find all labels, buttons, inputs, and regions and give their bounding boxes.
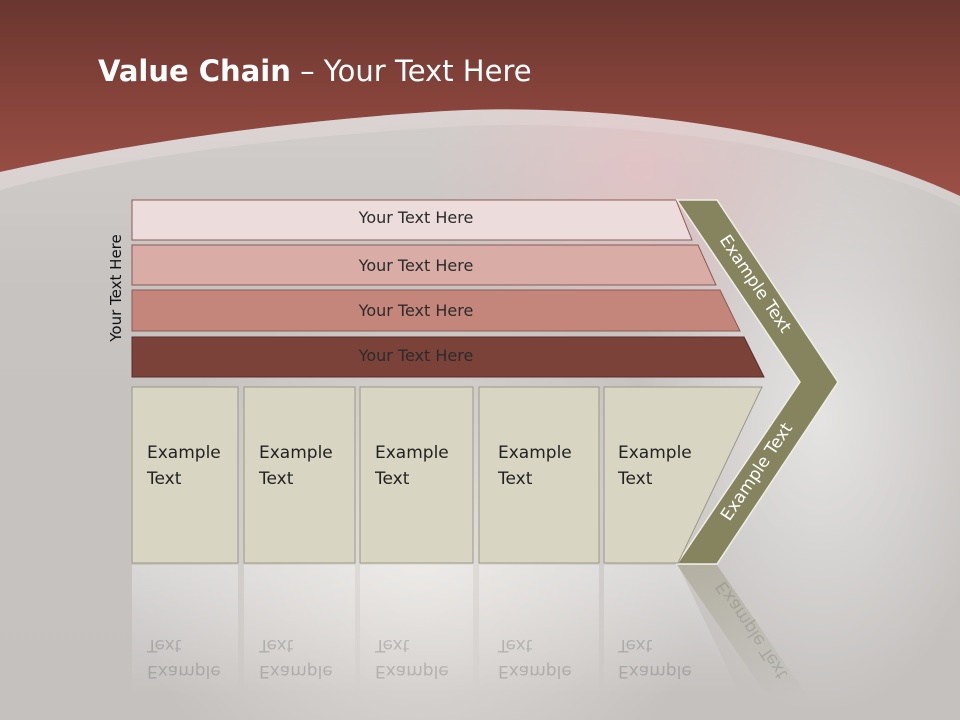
bar-2-label: Your Text Here <box>358 256 474 275</box>
bar-2 <box>131 244 717 286</box>
bar-1 <box>131 199 693 241</box>
cells-reflection <box>132 565 810 700</box>
bar-3-label: Your Text Here <box>358 301 474 320</box>
title-bold: Value Chain <box>98 54 291 88</box>
bar-4 <box>131 336 765 378</box>
title-rest: – Your Text Here <box>290 54 532 88</box>
chevron-arrow <box>675 199 839 565</box>
bar-3 <box>131 289 741 332</box>
page-title: Value Chain – Your Text Here <box>98 54 532 88</box>
bar-4-label: Your Text Here <box>358 346 474 365</box>
cell-5 <box>603 386 763 564</box>
cell-3 <box>359 386 474 564</box>
cell-2 <box>243 386 356 564</box>
bar-1-label: Your Text Here <box>358 208 474 227</box>
cell-4 <box>478 386 600 564</box>
cell-1 <box>131 386 239 564</box>
